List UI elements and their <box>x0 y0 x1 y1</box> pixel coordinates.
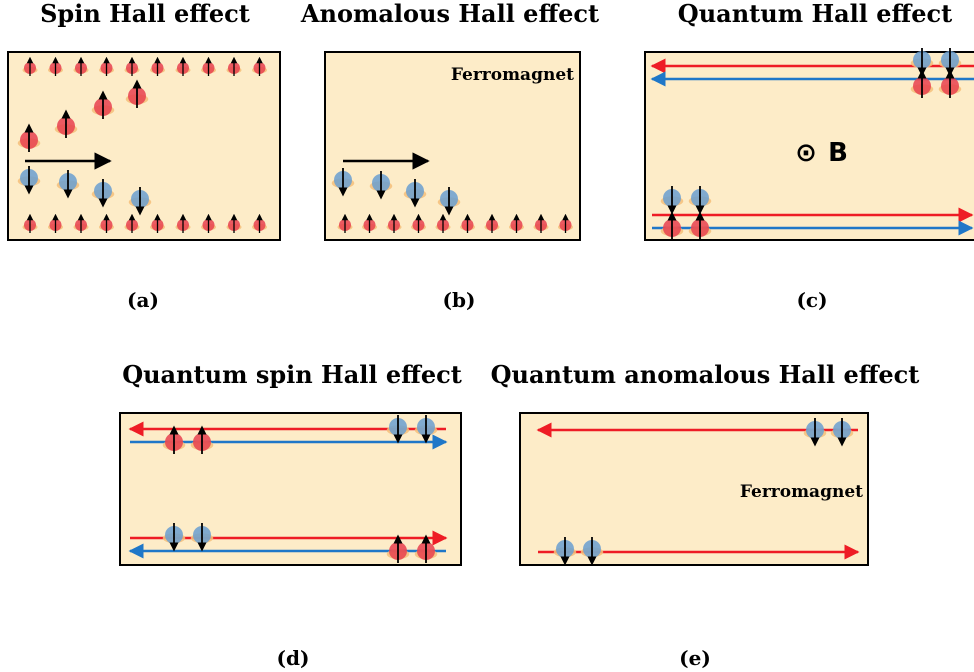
spin-down-electron <box>190 523 214 552</box>
spin-up-electron <box>386 534 410 563</box>
spin-up-electron <box>938 69 962 98</box>
spin-up-electron <box>226 56 242 76</box>
spin-down-electron <box>660 186 684 215</box>
spin-up-electron <box>509 213 524 233</box>
panel-e-title: Quantum anomalous Hall effect <box>491 360 920 389</box>
spin-up-electron <box>201 56 216 76</box>
spin-down-electron <box>17 166 41 195</box>
spin-up-electron <box>910 69 934 98</box>
spin-up-electron <box>73 213 89 233</box>
spin-down-electron <box>56 170 80 199</box>
spin-up-electron <box>252 56 267 76</box>
spin-down-electron <box>910 48 934 77</box>
spin-up-electron <box>125 79 149 108</box>
spin-up-electron <box>22 213 38 233</box>
spin-up-electron <box>99 213 114 233</box>
magnetic-field-symbol: ⊙ <box>795 138 817 168</box>
spin-up-electron <box>162 425 186 454</box>
spin-electrons-layer <box>17 48 962 566</box>
spin-down-electron <box>128 187 152 216</box>
spin-down-electron <box>580 537 604 566</box>
panel-b-ferromagnet-label: Ferromagnet <box>451 65 574 85</box>
spin-up-electron <box>660 211 684 240</box>
panel-d-caption: (d) <box>277 646 310 670</box>
spin-up-electron <box>175 213 191 233</box>
spin-up-electron <box>124 213 140 233</box>
spin-up-electron <box>201 213 216 233</box>
spin-down-electron <box>938 48 962 77</box>
spin-up-electron <box>484 213 500 233</box>
spin-down-electron <box>437 187 461 216</box>
spin-up-electron <box>435 213 451 233</box>
spin-up-electron <box>73 56 89 76</box>
spin-up-electron <box>386 213 402 233</box>
spin-up-electron <box>252 213 267 233</box>
spin-up-electron <box>48 213 63 233</box>
spin-up-electron <box>688 211 712 240</box>
spin-up-electron <box>54 109 78 138</box>
spin-up-electron <box>91 90 115 119</box>
spin-up-electron <box>226 213 242 233</box>
spin-down-electron <box>369 171 393 200</box>
spin-down-electron <box>830 418 854 447</box>
panel-e-box <box>519 412 869 566</box>
spin-down-electron <box>688 186 712 215</box>
panel-c-caption: (c) <box>796 288 827 312</box>
spin-up-electron <box>337 213 353 233</box>
spin-down-electron <box>414 415 438 444</box>
spin-down-electron <box>403 179 427 208</box>
spin-down-electron <box>331 168 355 197</box>
spin-up-electron <box>175 56 191 76</box>
spin-up-electron <box>17 123 41 152</box>
spin-up-electron <box>22 56 38 76</box>
spin-up-electron <box>414 534 438 563</box>
panel-a-title: Spin Hall effect <box>40 0 250 28</box>
spin-up-electron <box>190 425 214 454</box>
spin-up-electron <box>558 213 573 233</box>
spin-up-electron <box>99 56 114 76</box>
panel-c-title: Quantum Hall effect <box>678 0 952 28</box>
panel-a-box <box>7 51 281 241</box>
panel-e-ferromagnet-label: Ferromagnet <box>740 482 863 502</box>
panel-d-title: Quantum spin Hall effect <box>122 360 462 389</box>
spin-up-electron <box>150 213 165 233</box>
panel-b-title: Anomalous Hall effect <box>300 0 599 28</box>
spin-up-electron <box>362 213 377 233</box>
panel-a-caption: (a) <box>127 288 159 312</box>
spin-down-electron <box>386 415 410 444</box>
spin-down-electron <box>553 537 577 566</box>
spin-up-electron <box>411 213 426 233</box>
panel-e-caption: (e) <box>679 646 711 670</box>
spin-down-electron <box>91 179 115 208</box>
spin-up-electron <box>150 56 165 76</box>
spin-up-electron <box>48 56 63 76</box>
panel-b-caption: (b) <box>443 288 476 312</box>
spin-up-electron <box>533 213 549 233</box>
spin-down-electron <box>162 523 186 552</box>
magnetic-field-label: B <box>828 138 848 168</box>
spin-up-electron <box>460 213 475 233</box>
spin-up-electron <box>124 56 140 76</box>
spin-down-electron <box>803 418 827 447</box>
